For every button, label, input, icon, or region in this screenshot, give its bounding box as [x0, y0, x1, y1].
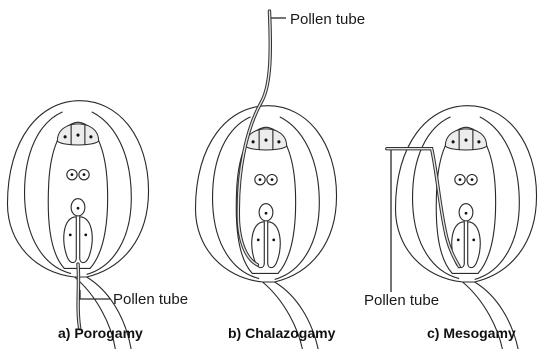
caption-porogamy: a) Porogamy: [58, 325, 143, 341]
pollen-tube-label-a: Pollen tube: [113, 291, 188, 308]
caption-chalazogamy: b) Chalazogamy: [228, 325, 336, 341]
ovule-chalazogamy: [195, 11, 336, 349]
ovule-mesogamy: [387, 106, 537, 349]
ovule-porogamy: [7, 101, 148, 349]
pollen-tube-label-c: Pollen tube: [364, 292, 439, 309]
label-leader-a: [80, 290, 110, 299]
caption-mesogamy: c) Mesogamy: [427, 325, 516, 341]
pollen-tube-label-b: Pollen tube: [290, 11, 365, 28]
